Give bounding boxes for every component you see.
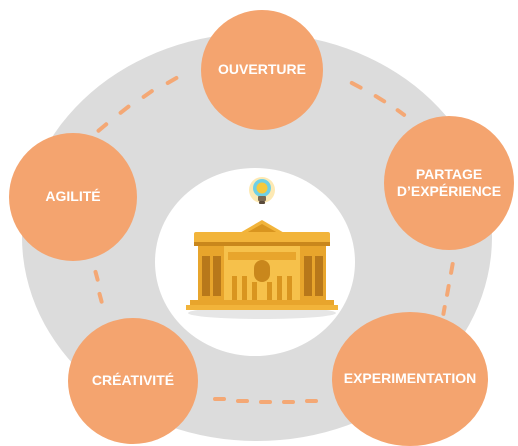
node-experimentation: EXPERIMENTATION xyxy=(332,312,488,446)
node-partage-experience: PARTAGE D’EXPÉRIENCE xyxy=(384,116,514,250)
node-ouverture-label: OUVERTURE xyxy=(218,61,306,78)
museum-building-icon xyxy=(186,177,338,319)
node-agilite: AGILITÉ xyxy=(9,133,137,261)
lightbulb-icon xyxy=(249,177,275,204)
node-partage-line1: PARTAGE xyxy=(415,165,483,182)
node-partage-line2: D’EXPÉRIENCE xyxy=(396,183,502,199)
node-creativite: CRÉATIVITÉ xyxy=(68,318,198,444)
node-creativite-label: CRÉATIVITÉ xyxy=(91,372,175,389)
node-agilite-label: AGILITÉ xyxy=(45,188,101,205)
node-experimentation-label: EXPERIMENTATION xyxy=(343,370,477,387)
node-ouverture: OUVERTURE xyxy=(201,10,323,130)
